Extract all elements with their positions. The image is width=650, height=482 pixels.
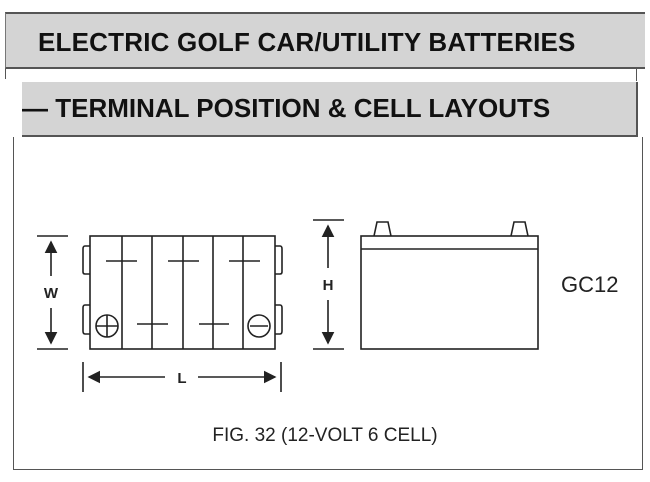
subsection-title: — TERMINAL POSITION & CELL LAYOUTS — [22, 93, 551, 123]
width-label: W — [44, 285, 59, 302]
handle-left-top — [82, 245, 90, 275]
subsection-title-banner: — TERMINAL POSITION & CELL LAYOUTS — [22, 82, 638, 137]
figure-caption: FIG. 32 (12-VOLT 6 CELL) — [212, 425, 438, 446]
battery-side-outline — [360, 235, 539, 350]
negative-terminal-icon — [247, 314, 271, 338]
terminal-post-right — [510, 221, 529, 237]
top-view — [37, 235, 283, 392]
handle-right-bottom — [275, 304, 283, 335]
side-view — [313, 219, 539, 350]
divider — [636, 69, 637, 81]
section-title: ELECTRIC GOLF CAR/UTILITY BATTERIES — [38, 27, 576, 57]
section-title-banner: ELECTRIC GOLF CAR/UTILITY BATTERIES — [5, 12, 645, 69]
terminal-post-left — [373, 221, 392, 237]
length-label: L — [177, 370, 186, 387]
width-dimension — [37, 235, 68, 350]
length-dimension — [82, 362, 282, 392]
handle-left-bottom — [82, 304, 90, 335]
battery-model-label: GC12 — [561, 272, 619, 297]
divider — [5, 69, 6, 79]
handle-right-top — [275, 245, 283, 275]
positive-terminal-icon — [95, 314, 119, 338]
cell-dividers — [121, 236, 244, 349]
figure-panel — [13, 137, 643, 470]
cell-connectors — [106, 260, 260, 325]
height-label: H — [323, 277, 334, 294]
height-dimension — [313, 219, 344, 350]
